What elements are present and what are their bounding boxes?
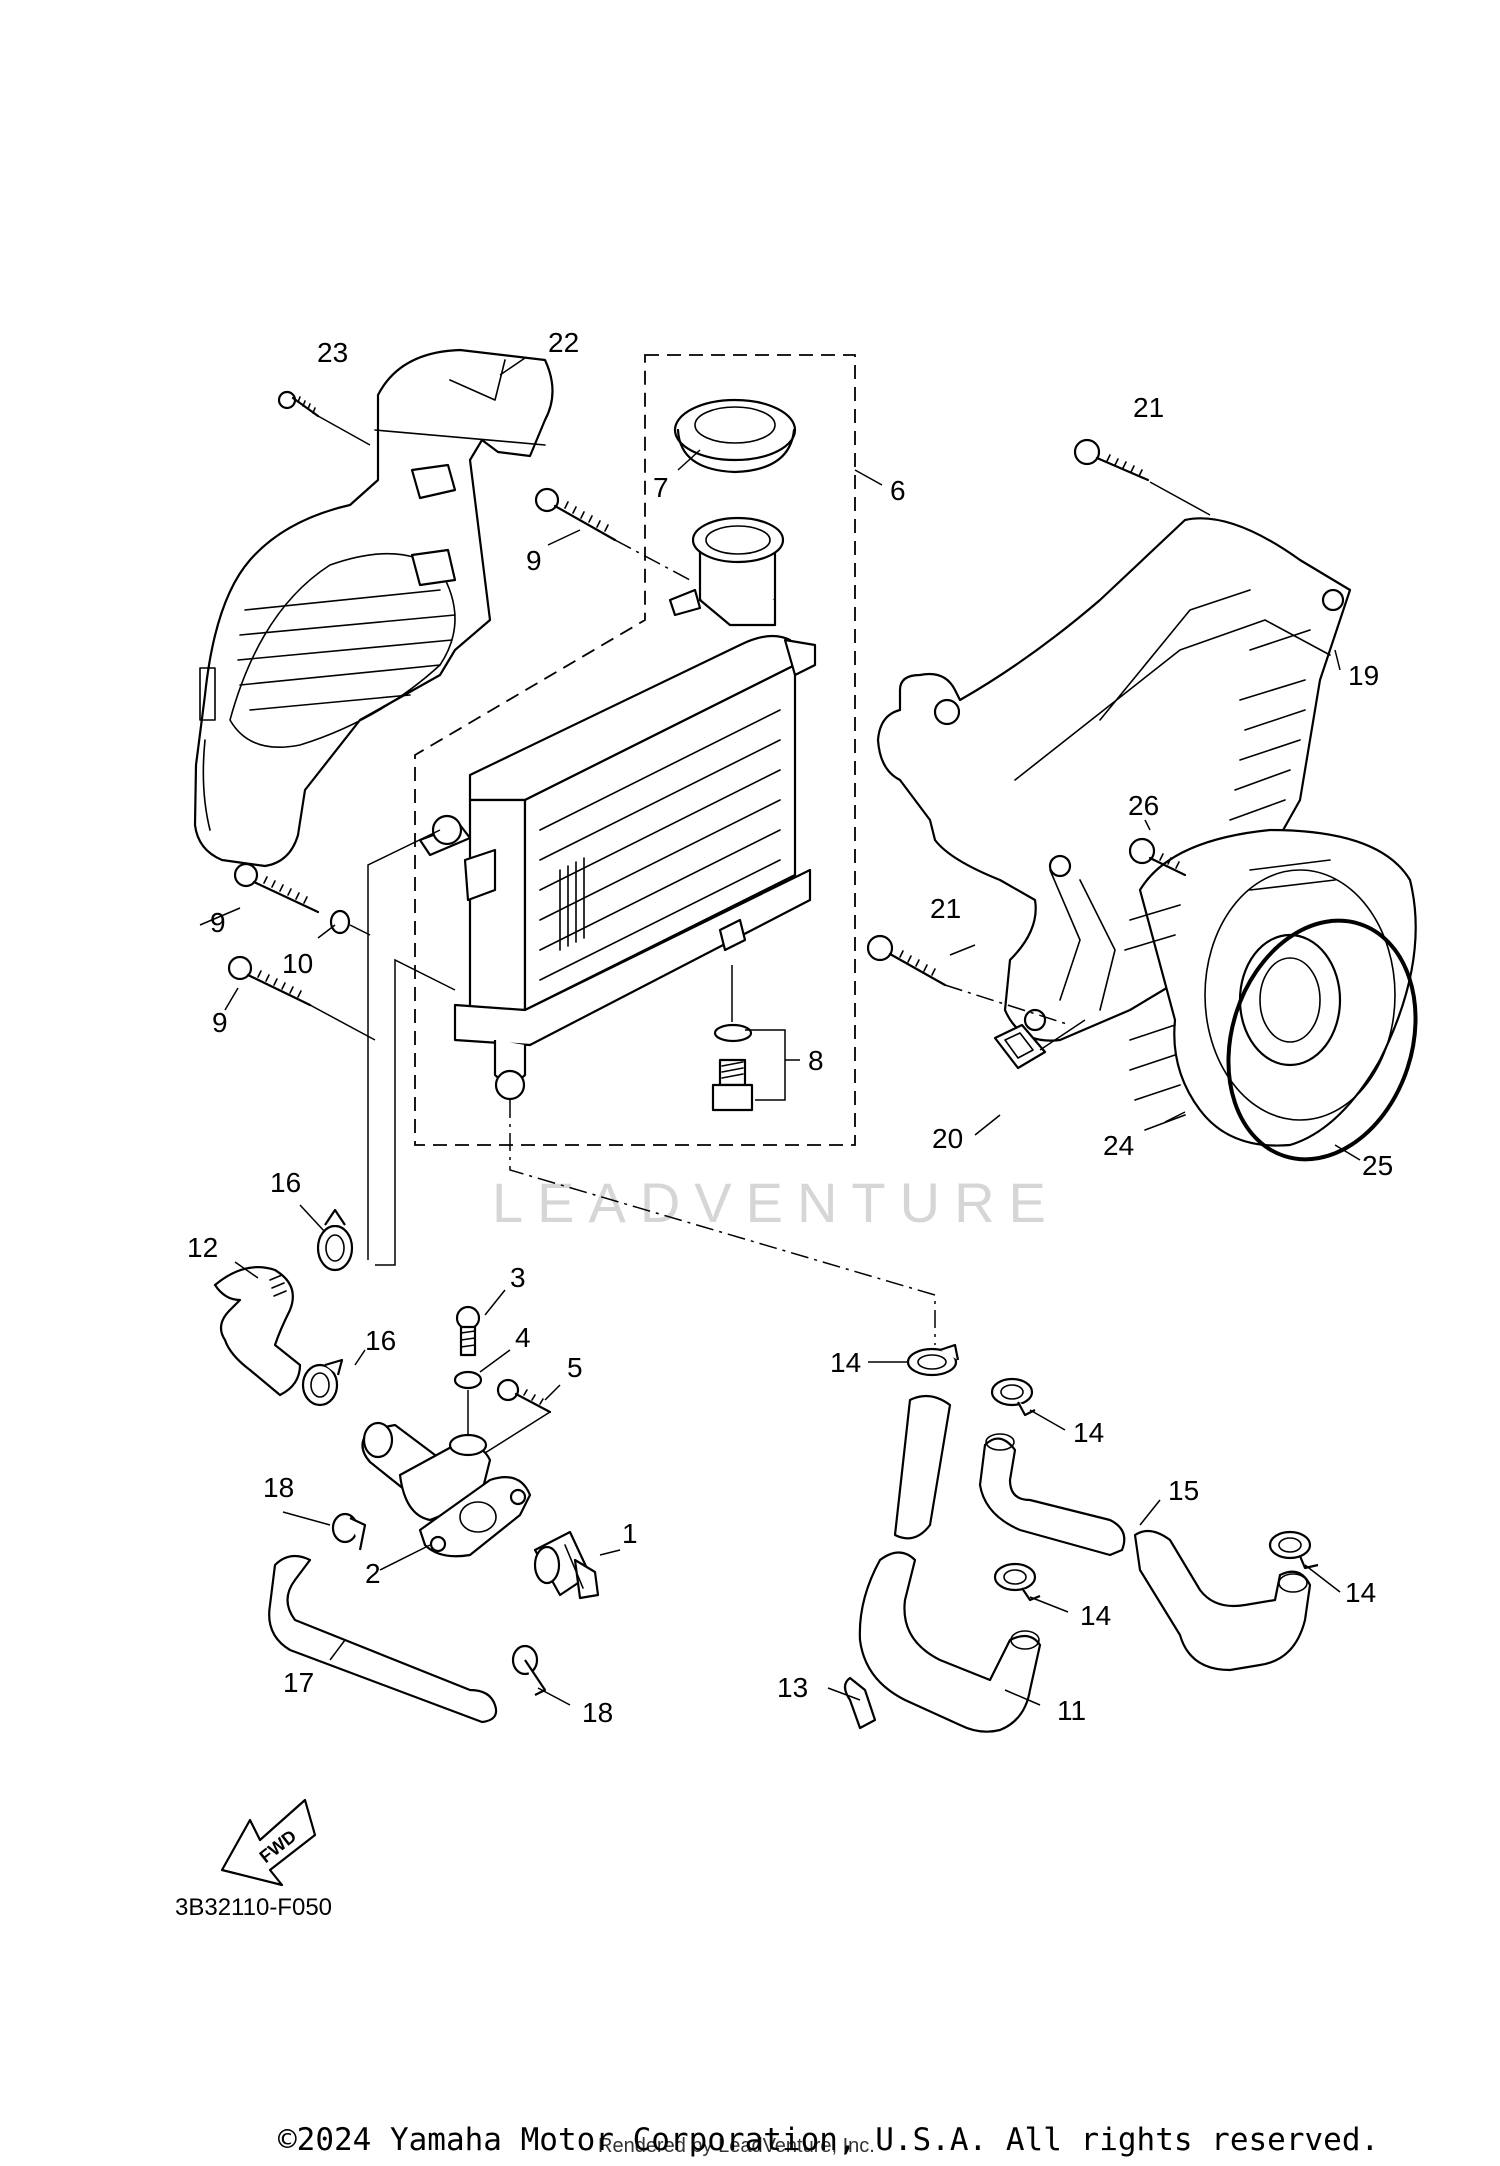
copyright: ©2024 Yamaha Motor Corporation, U.S.A. A… [278, 2122, 1379, 2158]
callout-labels: 1 2 3 4 5 6 7 8 9 9 9 10 11 12 13 14 14 … [187, 327, 1393, 1728]
thermostat [533, 1530, 600, 1600]
hose-route-to-14 [509, 1100, 936, 1345]
hose-17 [268, 1554, 498, 1724]
callout-19: 19 [1348, 660, 1379, 691]
hose-route-upper [367, 829, 441, 1260]
grommet-20 [993, 1019, 1086, 1070]
callout-20: 20 [932, 1123, 963, 1154]
bolt-3 [455, 1305, 481, 1357]
clamp-14-b [990, 1377, 1036, 1417]
callout-2: 2 [365, 1558, 381, 1589]
callout-16-upper: 16 [270, 1167, 301, 1198]
filler-neck [668, 516, 785, 627]
clamp-14-a [906, 1343, 960, 1377]
callout-8: 8 [808, 1045, 824, 1076]
callout-18-upper: 18 [263, 1472, 294, 1503]
bolt-21-top [1073, 438, 1211, 516]
callout-21-top: 21 [1133, 392, 1164, 423]
callout-3: 3 [510, 1262, 526, 1293]
callout-14-a: 14 [830, 1347, 861, 1378]
bolt-9-lower [227, 955, 376, 1041]
drain-bolt-washer [711, 965, 754, 1112]
bolt-26 [1128, 837, 1187, 877]
bolt-21-lower [866, 934, 1071, 1026]
clamp-14-c [993, 1562, 1041, 1602]
assembly-6-outline [414, 354, 856, 1146]
callout-22: 22 [548, 327, 579, 358]
washer-4 [453, 1370, 483, 1390]
callout-14-d: 14 [1345, 1577, 1376, 1608]
o-ring [1226, 918, 1418, 1162]
callout-14-c: 14 [1080, 1600, 1111, 1631]
callout-11: 11 [1057, 1695, 1086, 1726]
callout-17: 17 [283, 1667, 314, 1698]
watermark: LEADVENTURE [492, 1171, 1060, 1234]
thermostat-housing [361, 1421, 532, 1558]
hose-15-upper [978, 1433, 1126, 1557]
callout-16-lower: 16 [365, 1325, 396, 1356]
clamp-16-upper [316, 1208, 354, 1272]
bolt-5 [496, 1378, 552, 1414]
clamp-14-d [1268, 1530, 1319, 1570]
callout-9-lower: 9 [212, 1007, 228, 1038]
callout-9-top: 9 [526, 545, 542, 576]
bolt-9-top [534, 487, 691, 581]
callout-21-lower: 21 [930, 893, 961, 924]
fwd-arrow-icon: FWD [220, 1798, 317, 1887]
clamp-16-lower [301, 1358, 344, 1407]
callout-6: 6 [890, 475, 906, 506]
callout-1: 1 [622, 1518, 638, 1549]
callout-13: 13 [777, 1672, 808, 1703]
radiator-shroud [193, 348, 554, 868]
hose-11 [858, 1394, 1042, 1733]
diagram-code: 3B32110-F050 [175, 1894, 332, 1921]
hose-15-lower [1133, 1529, 1312, 1672]
callout-15: 15 [1168, 1475, 1199, 1506]
radiator-cap [673, 398, 797, 474]
clamp-18-lower [511, 1644, 547, 1696]
pump-cover [1124, 828, 1417, 1147]
callout-9-middle: 9 [210, 907, 226, 938]
clip-13 [843, 1676, 877, 1730]
callout-25: 25 [1362, 1150, 1393, 1181]
callout-24: 24 [1103, 1130, 1134, 1161]
clamp-18-upper [331, 1512, 367, 1551]
callout-4: 4 [515, 1322, 531, 1353]
callout-7: 7 [653, 472, 669, 503]
callout-26: 26 [1128, 790, 1159, 821]
callout-10: 10 [282, 948, 313, 979]
bolt-9-middle [233, 862, 371, 936]
bolt-23 [277, 390, 371, 446]
callout-5: 5 [567, 1352, 583, 1383]
hose-12 [213, 1266, 302, 1397]
radiator-core [418, 634, 817, 1101]
rendered-by: Rendered by LeadVenture, Inc. [598, 2135, 875, 2157]
callout-18-lower: 18 [582, 1697, 613, 1728]
callout-leaders [199, 357, 1361, 1706]
hose-route-lower [375, 958, 456, 1266]
callout-14-b: 14 [1073, 1417, 1104, 1448]
callout-23: 23 [317, 337, 348, 368]
callout-12: 12 [187, 1232, 218, 1263]
